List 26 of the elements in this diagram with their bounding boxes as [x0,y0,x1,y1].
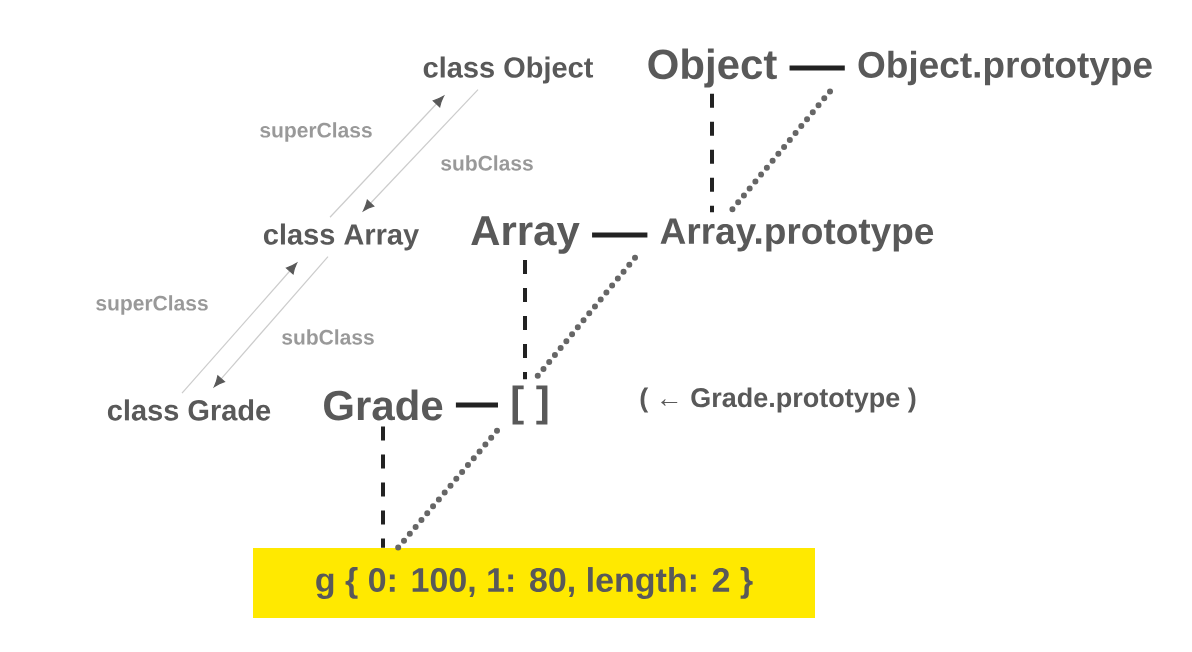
dotted-line [395,427,500,551]
class-name: class Object [423,56,594,84]
class-name: class Grade [107,399,271,421]
class-name: class Array [263,223,419,251]
prototype-name: Object.prototype [858,50,1152,86]
note-text: ( ← Grade.prototype ) [640,387,916,413]
dashed-line [523,260,527,380]
dashed-line [381,426,385,548]
dash-line [592,232,648,238]
arrow [213,256,329,388]
object-box: g { 0: 100, 1: 80, length: 2 } [253,548,815,618]
edge-label: subClass [282,329,374,345]
constructor-name: Grade [324,389,443,421]
prototype-name: Array.prototype [660,218,934,252]
dash-line [789,65,845,71]
arrow [181,262,298,394]
edge-label: superClass [260,122,372,142]
prototype-name: [ ] [512,385,548,425]
constructor-name: Object [648,48,777,88]
arrow [329,95,445,218]
edge-label: superClass [96,295,208,315]
dashed-line [710,93,714,213]
arrow [362,89,479,212]
constructor-name: Array [471,216,580,254]
dash-line [455,402,498,408]
edge-label: subClass [441,155,533,171]
